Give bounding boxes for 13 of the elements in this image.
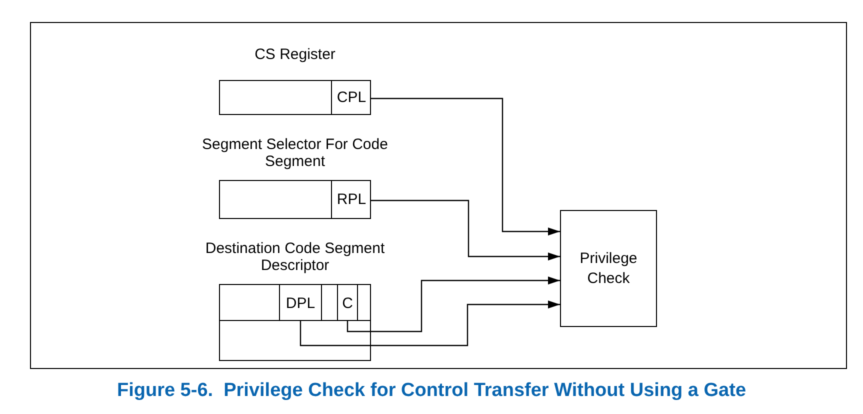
register-heading: Destination Code Segment Descriptor bbox=[204, 240, 386, 274]
arrow bbox=[300, 300, 560, 346]
arrow bbox=[371, 200, 560, 260]
process-box: Privilege Check bbox=[560, 210, 657, 327]
arrow bbox=[346, 276, 560, 332]
register-field: C bbox=[337, 285, 357, 321]
register-heading: Segment Selector For Code Segment bbox=[201, 136, 389, 170]
register-heading: CS Register bbox=[254, 46, 336, 63]
register-field: RPL bbox=[331, 181, 371, 218]
register-field: CPL bbox=[331, 81, 371, 114]
figure-caption: Figure 5-6. Privilege Check for Control Transfer Without Using a Gate bbox=[116, 380, 748, 402]
arrow bbox=[371, 98, 560, 236]
register-field: DPL bbox=[279, 285, 321, 321]
